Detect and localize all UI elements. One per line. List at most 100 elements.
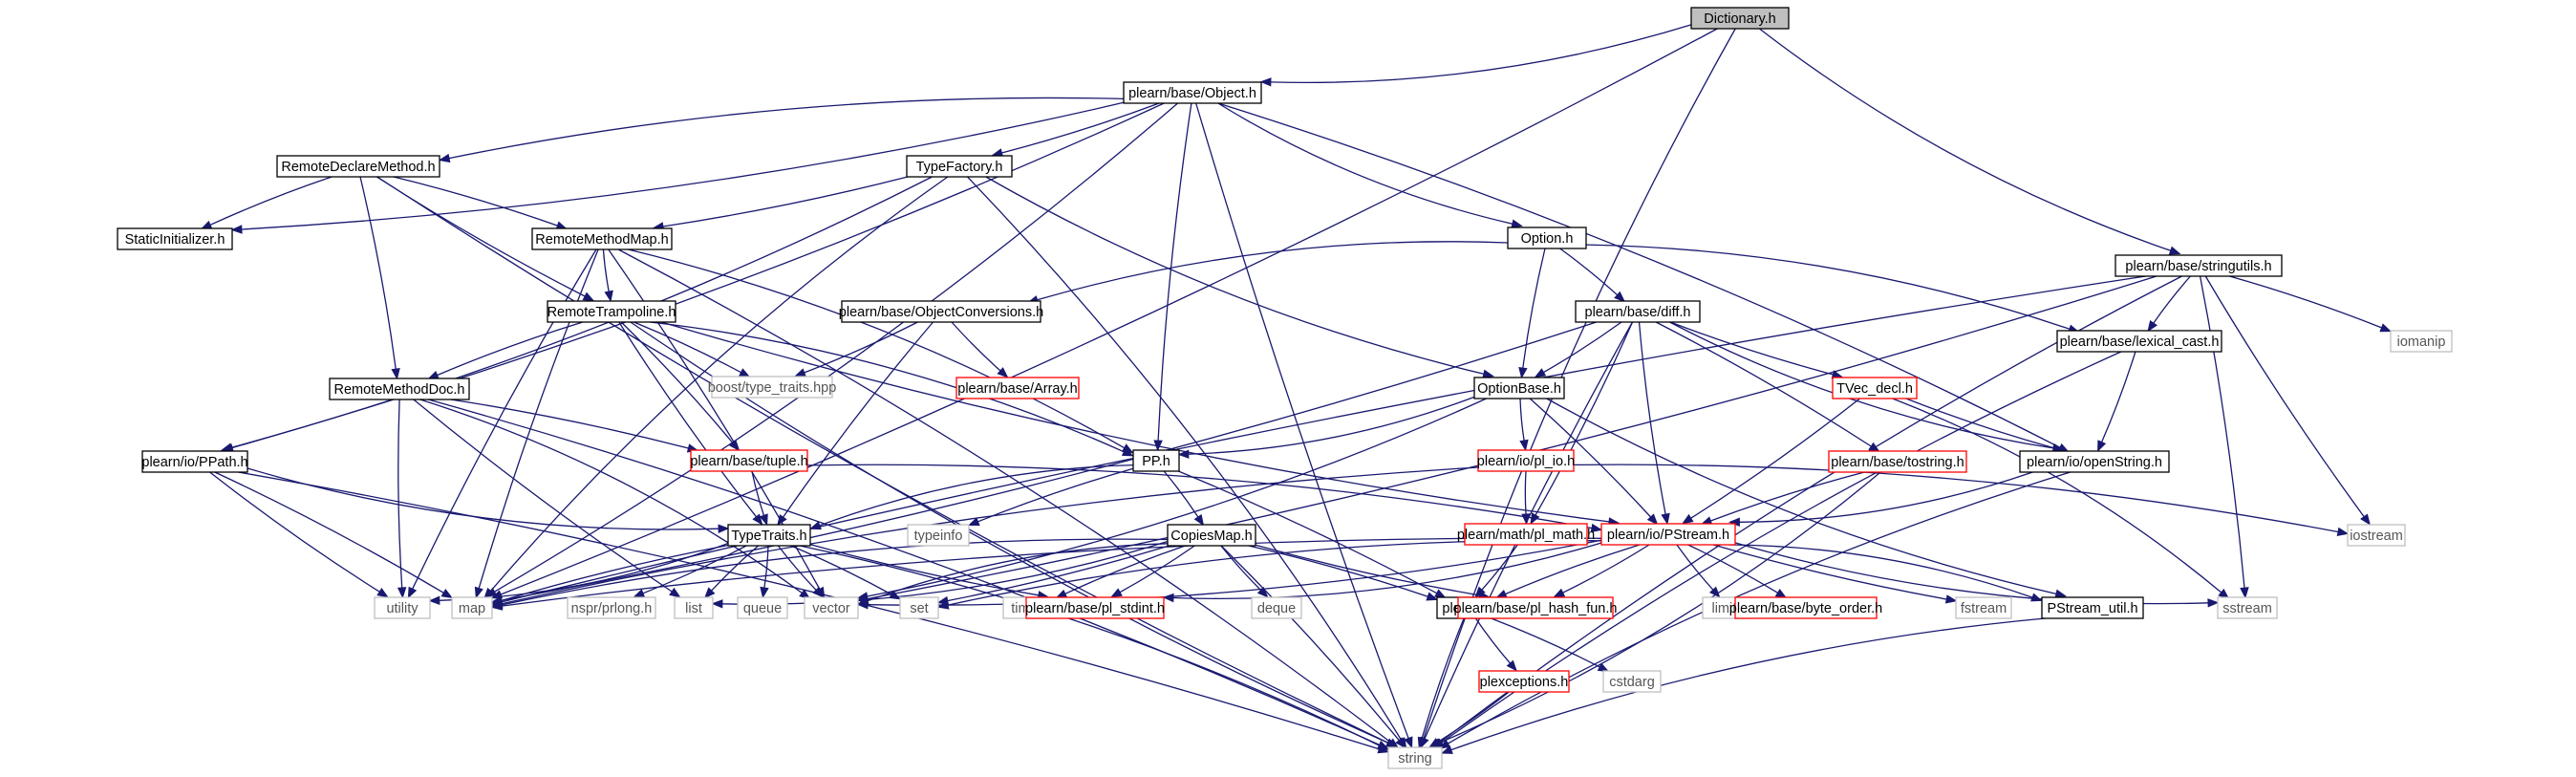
edge-diff-to-tvec [1669, 321, 1834, 376]
arrowhead-rmdoc-to-list [669, 587, 681, 598]
edge-rdm-to-rmm [393, 176, 558, 227]
node-typefactory[interactable]: TypeFactory.h [906, 155, 1013, 178]
node-utility: utility [374, 596, 431, 619]
node-object[interactable]: plearn/base/Object.h [1123, 81, 1262, 104]
node-tvec[interactable]: TVec_decl.h [1832, 377, 1918, 399]
edge-copiesmap-to-plerror [1248, 545, 1428, 597]
edge-copiesmap-to-string [1220, 545, 1400, 742]
edge-tvec-to-sstream [1892, 398, 2222, 594]
node-label-tvec: TVec_decl.h [1836, 381, 1913, 397]
edge-stringutils-to-iostream [2204, 275, 2365, 518]
node-box-object [1123, 81, 1262, 104]
edge-layer [200, 24, 2393, 754]
node-label-dict: Dictionary.h [1704, 11, 1775, 27]
edge-diff-to-pstream [1638, 321, 1666, 515]
node-pstreamutil[interactable]: PStream_util.h [2041, 596, 2144, 619]
node-hashfun[interactable]: plearn/base/pl_hash_fun.h [1454, 596, 1618, 619]
node-option[interactable]: Option.h [1507, 227, 1587, 249]
node-plio[interactable]: plearn/io/pl_io.h [1477, 449, 1575, 472]
arrowhead-plio-to-plmath [1521, 513, 1531, 526]
node-label-option: Option.h [1521, 231, 1574, 247]
edge-rtramp-to-pstream [661, 321, 1610, 523]
node-copiesmap[interactable]: CopiesMap.h [1167, 524, 1256, 547]
node-openstring[interactable]: plearn/io/openString.h [2019, 450, 2170, 473]
edge-rtramp-to-rmdoc [437, 321, 584, 377]
node-label-plio: plearn/io/pl_io.h [1477, 454, 1575, 469]
node-ppath[interactable]: plearn/io/PPath.h [141, 450, 248, 473]
node-staticinit[interactable]: StaticInitializer.h [117, 227, 233, 250]
node-stdint[interactable]: plearn/base/pl_stdint.h [1025, 596, 1165, 619]
node-dict[interactable]: Dictionary.h [1690, 7, 1790, 30]
edge-pstream-to-sstream [1734, 542, 2209, 605]
node-pstream[interactable]: plearn/io/PStream.h [1600, 523, 1736, 546]
node-array[interactable]: plearn/base/Array.h [955, 377, 1080, 399]
edge-typefactory-to-map [490, 176, 949, 592]
edge-optbase-to-pstream [1529, 398, 1652, 518]
node-typetraits[interactable]: TypeTraits.h [727, 524, 811, 547]
node-rtramp[interactable]: RemoteTrampoline.h [547, 300, 676, 323]
node-box-stdint [1025, 596, 1165, 619]
node-pph[interactable]: PP.h [1132, 449, 1180, 472]
node-plexceptions[interactable]: plexceptions.h [1478, 670, 1570, 693]
node-label-diff: plearn/base/diff.h [1585, 305, 1691, 320]
node-lexcast[interactable]: plearn/base/lexical_cast.h [2056, 330, 2222, 353]
node-label-typeinfo: typeinfo [914, 529, 963, 544]
node-box-sstream [2217, 596, 2278, 619]
edge-copiesmap-to-hashfun [1255, 544, 1480, 596]
node-typeinfo: typeinfo [907, 524, 970, 547]
node-rdm[interactable]: RemoteDeclareMethod.h [276, 155, 440, 178]
arrowhead-typetraits-to-vector [812, 586, 824, 598]
node-label-rmm: RemoteMethodMap.h [535, 232, 668, 248]
node-box-queue [737, 596, 788, 619]
node-plmath[interactable]: plearn/math/pl_math.h [1457, 523, 1595, 546]
edge-tvec-to-pstream [1690, 398, 1860, 519]
node-rmdoc[interactable]: RemoteMethodDoc.h [329, 378, 470, 400]
node-stringutils[interactable]: plearn/base/stringutils.h [2114, 254, 2283, 277]
edge-typetraits-to-vector [777, 545, 817, 591]
node-box-objconv [841, 300, 1041, 323]
node-byteorder[interactable]: plearn/base/byte_order.h [1729, 596, 1882, 619]
edge-object-to-map [494, 102, 1179, 593]
arrowhead-rmm-to-utility [407, 586, 418, 599]
node-string: string [1387, 746, 1443, 769]
edge-pph-to-typetraits [819, 464, 1134, 527]
arrowhead-objconv-to-array [997, 367, 1009, 378]
edge-copiesmap-to-set [947, 545, 1170, 602]
edge-typetraits-to-set [790, 545, 892, 595]
arrowhead-diff-to-pstream [1661, 512, 1670, 526]
arrowhead-objconv-to-typetraits [777, 513, 787, 527]
arrowhead-diff-to-optbase [1534, 368, 1547, 378]
node-box-lexcast [2056, 330, 2222, 353]
node-label-deque: deque [1257, 601, 1296, 616]
node-set: set [899, 596, 939, 619]
node-objconv[interactable]: plearn/base/ObjectConversions.h [839, 300, 1043, 323]
node-box-copiesmap [1167, 524, 1256, 547]
edge-plexceptions-to-string [1437, 691, 1510, 743]
edge-plerror-to-string [1421, 617, 1465, 739]
node-box-plmath [1464, 523, 1588, 546]
edge-openstring-to-pstream [1739, 471, 2033, 523]
arrowhead-ppath-to-map [440, 589, 454, 599]
node-box-list [674, 596, 714, 619]
node-label-rtramp: RemoteTrampoline.h [547, 305, 676, 320]
node-optbase[interactable]: OptionBase.h [1473, 377, 1565, 399]
node-label-objconv: plearn/base/ObjectConversions.h [839, 305, 1043, 320]
arrowhead-copiesmap-to-vector [857, 596, 869, 606]
node-rmm[interactable]: RemoteMethodMap.h [531, 227, 673, 250]
node-label-iomanip: iomanip [2397, 335, 2446, 350]
edge-pstream-to-stdint [1172, 542, 1602, 599]
edge-openstring-to-string [1448, 471, 2071, 745]
edge-pstream-to-vector [867, 539, 1602, 606]
node-fstream: fstream [1955, 596, 2012, 619]
node-diff[interactable]: plearn/base/diff.h [1575, 300, 1701, 323]
edge-pstream-to-pstreamutil [1728, 544, 2033, 598]
arrowhead-tvec-to-pstream [1682, 513, 1694, 525]
node-box-rtramp [547, 300, 676, 323]
node-tostring[interactable]: plearn/base/tostring.h [1828, 450, 1967, 473]
edge-typefactory-to-string [967, 176, 1402, 741]
node-label-object: plearn/base/Object.h [1128, 86, 1256, 101]
arrowhead-object-to-staticinit [230, 225, 243, 234]
edge-copiesmap-to-vector [867, 543, 1169, 602]
edge-rtramp-to-pph [650, 321, 1125, 453]
node-tuple[interactable]: plearn/base/tuple.h [690, 449, 808, 472]
